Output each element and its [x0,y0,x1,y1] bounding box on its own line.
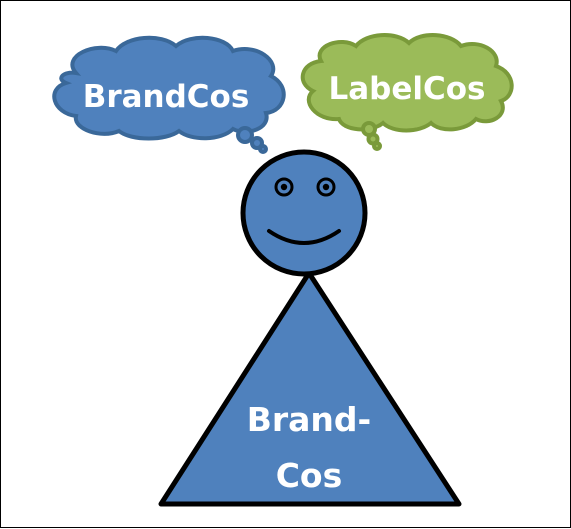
thought-bubble-right-label: LabelCos [328,71,485,107]
smile-mouth-icon [267,229,341,245]
cloud-tail-left-large [236,126,254,144]
thought-bubble-left-label: BrandCos [83,79,250,115]
cloud-shape-left [52,35,286,141]
right-eye-icon [316,177,336,197]
figure-body: Brand- Cos [158,270,462,507]
cloud-shape-right [300,33,514,133]
figure-head [240,149,368,277]
body-label-line2: Cos [276,456,343,495]
thought-bubble-right: LabelCos [300,33,514,151]
thought-bubble-left: BrandCos [52,35,286,154]
body-triangle [158,270,462,507]
cloud-tail-right-small [372,141,382,151]
head-circle [240,149,368,277]
left-eye-icon [274,177,294,197]
cloud-tail-left-small [258,144,268,154]
body-label-line1: Brand- [247,400,372,439]
